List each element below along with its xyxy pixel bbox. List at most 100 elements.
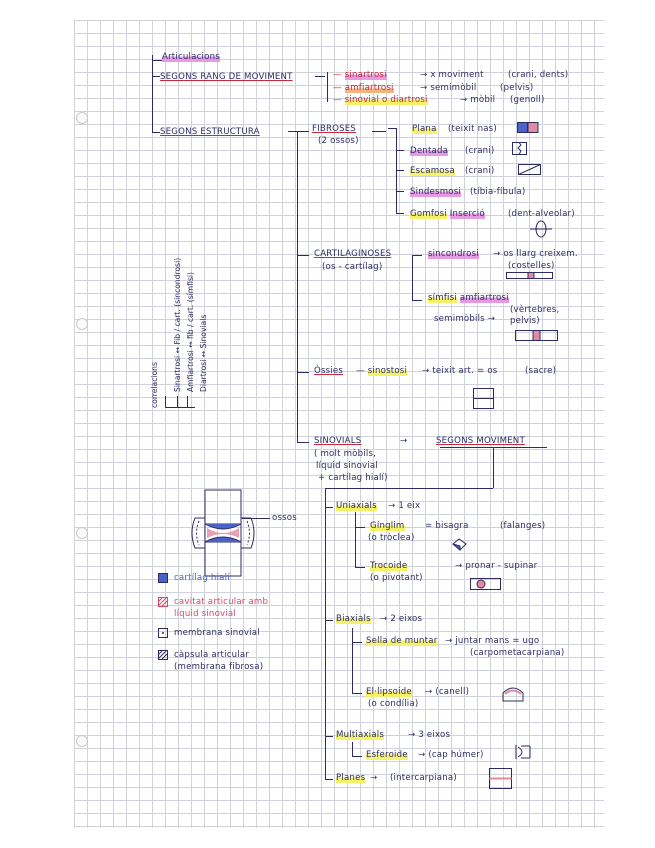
dentada-label: Dentada [410,146,448,156]
sinovials-sub3: + cartílag hialí) [318,473,388,483]
ellipsoide-icon [502,685,524,703]
uniaxials-label: Uniaxials [336,501,377,511]
ginglim-label: Gínglim [370,521,405,531]
multiaxials-axes: → 3 eixos [408,730,450,740]
legend-membrane: membrana sinovial [174,628,260,638]
amfiartrosi-desc: → semimòbil [420,83,477,93]
sinostosi-example: (sacre) [525,366,556,376]
biaxials-axes: → 2 eixos [380,614,422,624]
plana-example: (teixit nas) [448,124,497,134]
punch-hole [76,112,88,124]
simfisi-desc: semimòbils → [434,314,495,324]
correlation-line-2: Amfiartrosi ↔ fib / cart. (símfisi) [186,272,195,392]
sinovials-label: SINOVIALS [314,436,361,446]
page-title: Articulacions [162,52,220,62]
cartilaginoses-label: CARTILAGINOSES [314,249,391,259]
ginglim-alt: (o tròclea) [368,533,415,543]
escamosa-example: (crani) [465,166,494,176]
punch-hole [76,735,88,747]
cartilaginoses-bracket [412,255,413,301]
sinovials-sub1: ( molt mòbils, [314,449,376,459]
sinostosi-icon [473,388,495,410]
planes-label: Planes [336,773,365,783]
cavity-swatch-icon [158,597,168,607]
cartilaginoses-sub: (os - cartílag) [322,262,382,272]
esferoide-desc: → (cap húmer) [418,750,484,760]
movement-bracket [327,72,328,102]
biaxials-label: Biaxials [336,614,371,624]
cartilage-swatch-icon [158,573,168,583]
punch-hole [76,527,88,539]
gomfosi-icon [530,220,552,238]
sindesmosi-label: Sindesmosi [410,187,461,197]
simfisi-label: símfisi [428,293,457,303]
plana-icon [517,122,539,133]
sindesmosi-example: (tíbia-fíbula) [470,187,525,197]
escamosa-icon [518,164,542,175]
sella-desc: → juntar mans = ugo [445,636,539,646]
gomfosi-example: (dent-alveolar) [508,209,575,219]
planes-axes: → [370,773,377,783]
sinostosi-label: sinostosi [368,366,407,376]
dentada-example: (crani) [465,146,494,156]
ellipsoide-desc: → (canell) [425,687,469,697]
amfiartrosi-label: amfiartrosi [345,83,394,93]
planes-icon [489,768,513,790]
sinostosi-desc: → teixit art. = os [422,366,497,376]
escamosa-label: Escamosa [410,166,455,176]
sincondrosi-example: (costelles) [508,261,555,271]
sincondrosi-desc: → os llarg creixem. [493,249,578,259]
structure-bracket [297,131,298,442]
legend-capsule: càpsula articular (membrana fibrosa) [174,649,289,673]
bone-label: ossos [272,513,297,523]
fibroses-label: FIBROSES [312,124,356,134]
trocoide-label: Trocoide [370,561,407,571]
correlation-line-3: Diartrosi ↔ Sinovials [199,315,208,392]
ellipsoide-alt: (o condília) [368,699,418,709]
simfisi-example: (vèrtebres, pelvis) [510,305,568,327]
uniaxials-axes: → 1 eix [388,501,420,511]
sinartrosi-desc: → x moviment [420,70,484,80]
movement-heading: SEGONS RANG DE MOVIMENT [160,72,293,82]
joint-diagram [185,488,265,578]
ellipsoide-label: El·lipsoide [366,687,412,697]
trocoide-desc: → pronar - supinar [455,561,537,571]
sella-example: (carpometacarpiana) [470,648,564,658]
correlations-title: correlacions [150,362,159,408]
gomfosi-label: Gomfosi [410,209,447,219]
sella-label: Sella de muntar [366,636,437,646]
sinovial-label: sinovial o diartrosi [345,95,428,105]
sinartrosi-label: sinartrosi [345,70,387,80]
gomfosi-extra: Inserció [450,209,485,219]
trocoide-icon [470,578,502,591]
ginglim-icon [452,538,468,552]
ginglim-example: (falanges) [500,521,545,531]
correlation-line-1: Sinartrosi ↔ Fib / cart. (sincondrosi) [173,258,182,392]
sincondrosi-label: sincondrosi [428,249,479,259]
amfiartrosi-example: (pelvis) [500,83,533,93]
main-bracket [152,55,153,133]
sinovial-example: (genoll) [510,95,545,105]
dentada-icon [512,142,528,156]
fibroses-bracket [396,128,397,214]
multiaxials-label: Multiaxials [336,730,384,740]
structure-heading: SEGONS ESTRUCTURA [160,127,260,137]
sinovials-sub2: líquid sinovial [316,461,378,471]
esferoide-label: Esferoide [366,750,408,760]
esferoide-icon [510,744,532,760]
punch-hole [76,318,88,330]
simfisi-extra: amfiartrosi [460,293,509,303]
plana-label: Plana [412,124,437,134]
capsule-swatch-icon [158,650,168,660]
planes-desc: (intercarpiana) [390,773,457,783]
sincondrosi-icon [506,272,554,280]
simfisi-icon [515,330,559,342]
sinartrosi-example: (crani, dents) [508,70,568,80]
ginglim-desc: = bisagra [425,521,469,531]
legend-cavity: cavitat articular amb líquid sinovial [174,596,289,620]
membrane-swatch-icon [158,628,168,638]
trocoide-alt: (o pivotant) [370,573,423,583]
sinovials-arrow-label: SEGONS MOVIMENT [436,436,525,446]
sinovial-desc: → mòbil [460,95,495,105]
